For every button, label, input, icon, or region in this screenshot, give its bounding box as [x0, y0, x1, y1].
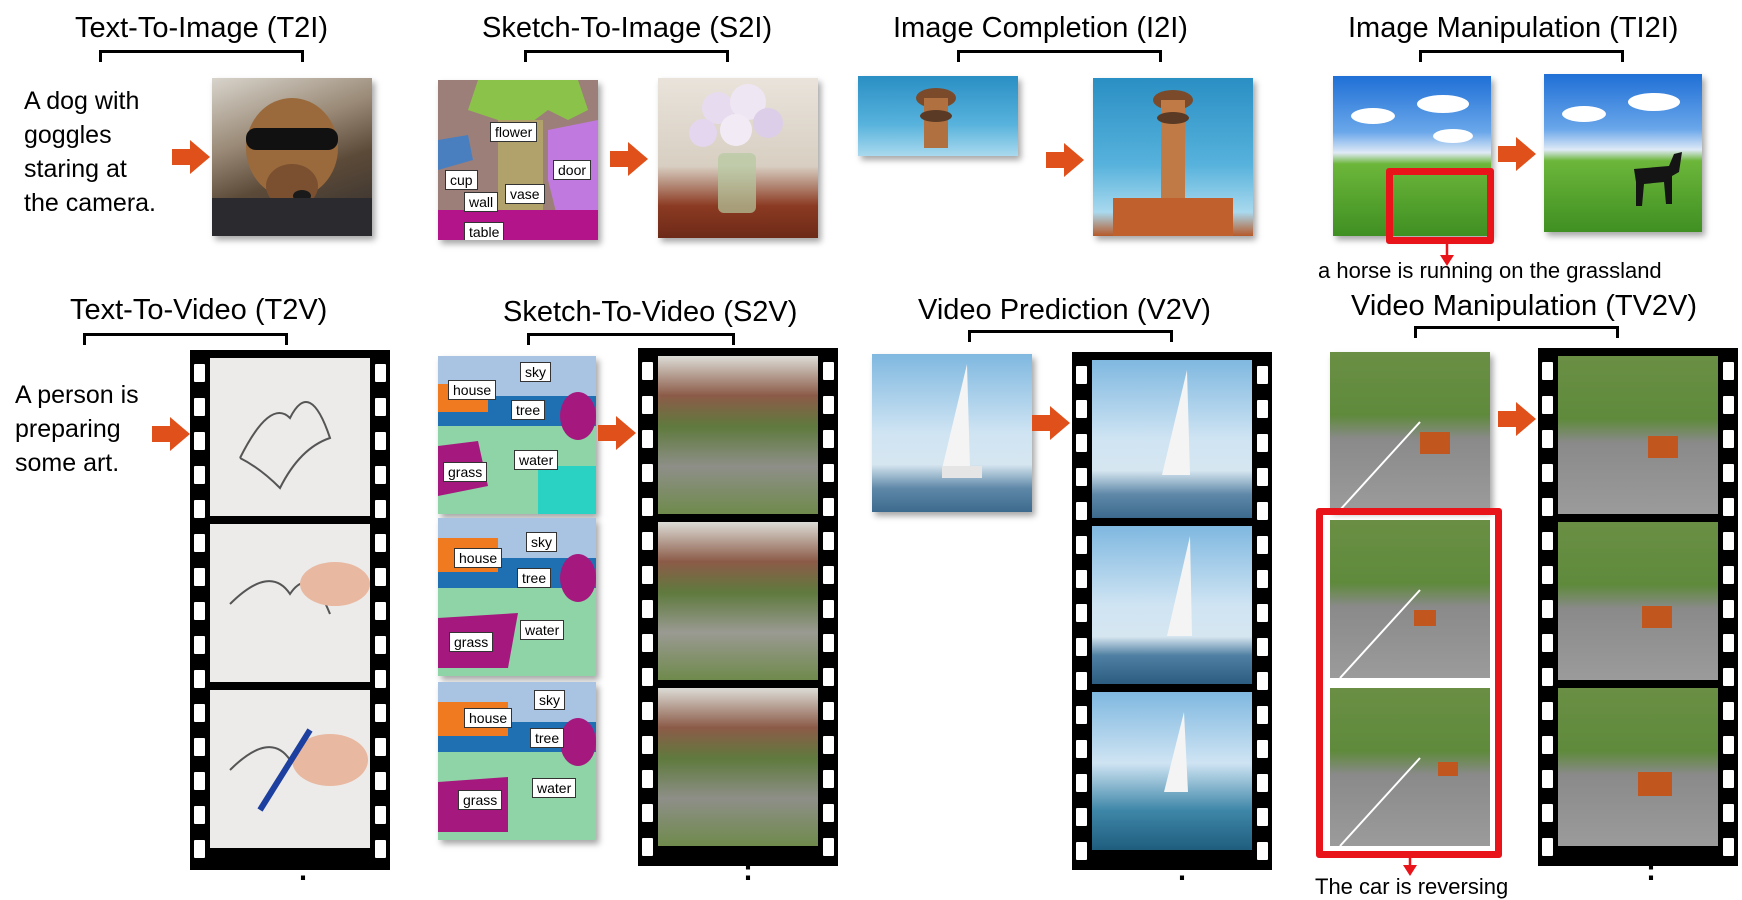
- road-car-frame: [1330, 688, 1490, 846]
- title-i2i: Image Completion (I2I): [893, 12, 1188, 44]
- arrow-right-icon: [598, 416, 636, 450]
- sketch-label: water: [520, 620, 565, 640]
- road-car-frame: [1330, 352, 1490, 510]
- arrow-down-icon: [1403, 858, 1417, 876]
- arrow-right-icon: [152, 417, 190, 451]
- road-car-frame: [1330, 520, 1490, 678]
- sketch-label: wall: [464, 192, 499, 212]
- sketch-label: house: [448, 380, 497, 400]
- bracket-i2i: [957, 50, 1162, 62]
- sailboat-frame: [1092, 360, 1252, 518]
- sketch-map-s2v: sky house tree water grass: [438, 518, 596, 676]
- sketch-label: sky: [520, 362, 551, 382]
- arrow-down-icon: [1440, 244, 1454, 266]
- sketch-label: sky: [534, 690, 565, 710]
- sketch-frame: [210, 358, 370, 516]
- sketch-label: house: [464, 708, 513, 728]
- sketch-label: water: [532, 778, 577, 798]
- grassland-image: [1333, 76, 1491, 236]
- road-car-frame: [1558, 356, 1718, 514]
- horse-grassland-image: [1544, 74, 1702, 232]
- title-v2v: Video Prediction (V2V): [918, 294, 1211, 326]
- arrow-right-icon: [1498, 402, 1536, 436]
- river-frame: [658, 356, 818, 514]
- sketch-label: tree: [511, 400, 546, 420]
- sketch-label: grass: [458, 790, 503, 810]
- bracket-s2i: [524, 50, 729, 62]
- bracket-s2v: [527, 333, 735, 345]
- tower-complete-image: [1093, 78, 1253, 236]
- tower-partial-image: [858, 76, 1018, 156]
- sketch-label: grass: [443, 462, 488, 482]
- arrow-right-icon: [1032, 406, 1070, 440]
- sketch-label: grass: [449, 632, 494, 652]
- ellipsis: ⋮: [733, 851, 763, 884]
- sailboat-first-frame: [872, 354, 1032, 512]
- bracket-t2v: [83, 333, 288, 345]
- sketch-label: water: [514, 450, 559, 470]
- bracket-tv2v: [1414, 326, 1619, 338]
- sketch-map-s2i: flower door cup vase wall table: [438, 80, 598, 240]
- bracket-v2v: [968, 330, 1173, 342]
- sketch-label: tree: [530, 728, 565, 748]
- mask-region-box: [1386, 168, 1494, 244]
- arrow-right-icon: [1046, 143, 1084, 177]
- film-strip-tv2v: [1538, 348, 1738, 866]
- sketch-frame: [210, 524, 370, 682]
- arrow-right-icon: [610, 142, 648, 176]
- title-t2i: Text-To-Image (T2I): [75, 12, 328, 44]
- ellipsis: ⋮: [1636, 851, 1666, 884]
- caption-ti2i: a horse is running on the grassland: [1318, 258, 1662, 283]
- title-s2i: Sketch-To-Image (S2I): [482, 12, 773, 44]
- prompt-t2v: A person is preparing some art.: [15, 381, 139, 477]
- flower-vase-image: [658, 78, 818, 238]
- film-strip-t2v: [190, 350, 390, 870]
- ellipsis: ⋮: [1167, 853, 1197, 883]
- title-s2v: Sketch-To-Video (S2V): [503, 296, 798, 328]
- sketch-frame: [210, 690, 370, 848]
- title-t2v: Text-To-Video (T2V): [70, 294, 328, 326]
- sketch-label: table: [464, 222, 505, 240]
- sketch-label: sky: [526, 532, 557, 552]
- title-ti2i: Image Manipulation (TI2I): [1348, 12, 1679, 44]
- arrow-right-icon: [1498, 137, 1536, 171]
- river-frame: [658, 688, 818, 846]
- sketch-label: vase: [505, 184, 545, 204]
- sketch-label: cup: [445, 170, 478, 190]
- caption-tv2v: The car is reversing: [1315, 874, 1509, 899]
- dog-goggles-image: [212, 78, 372, 236]
- film-strip-v2v: [1072, 352, 1272, 870]
- sailboat-frame: [1092, 692, 1252, 850]
- sailboat-frame: [1092, 526, 1252, 684]
- arrow-right-icon: [172, 140, 210, 174]
- sketch-label: door: [553, 160, 592, 180]
- ellipsis: ⋮: [288, 853, 318, 883]
- bracket-ti2i: [1419, 50, 1624, 62]
- title-tv2v: Video Manipulation (TV2V): [1351, 290, 1698, 322]
- film-strip-s2v: [638, 348, 838, 866]
- sketch-label: tree: [517, 568, 552, 588]
- sketch-label: flower: [490, 122, 538, 142]
- edited-frames-box: [1316, 508, 1502, 858]
- bracket-t2i: [99, 50, 304, 62]
- river-frame: [658, 522, 818, 680]
- road-car-frame: [1558, 688, 1718, 846]
- road-car-frame: [1558, 522, 1718, 680]
- prompt-t2i: A dog with goggles staring at the camera…: [24, 87, 157, 217]
- sketch-map-s2v: sky house tree water grass: [438, 356, 596, 514]
- sketch-map-s2v: sky house tree water grass: [438, 682, 596, 840]
- sketch-label: house: [454, 548, 503, 568]
